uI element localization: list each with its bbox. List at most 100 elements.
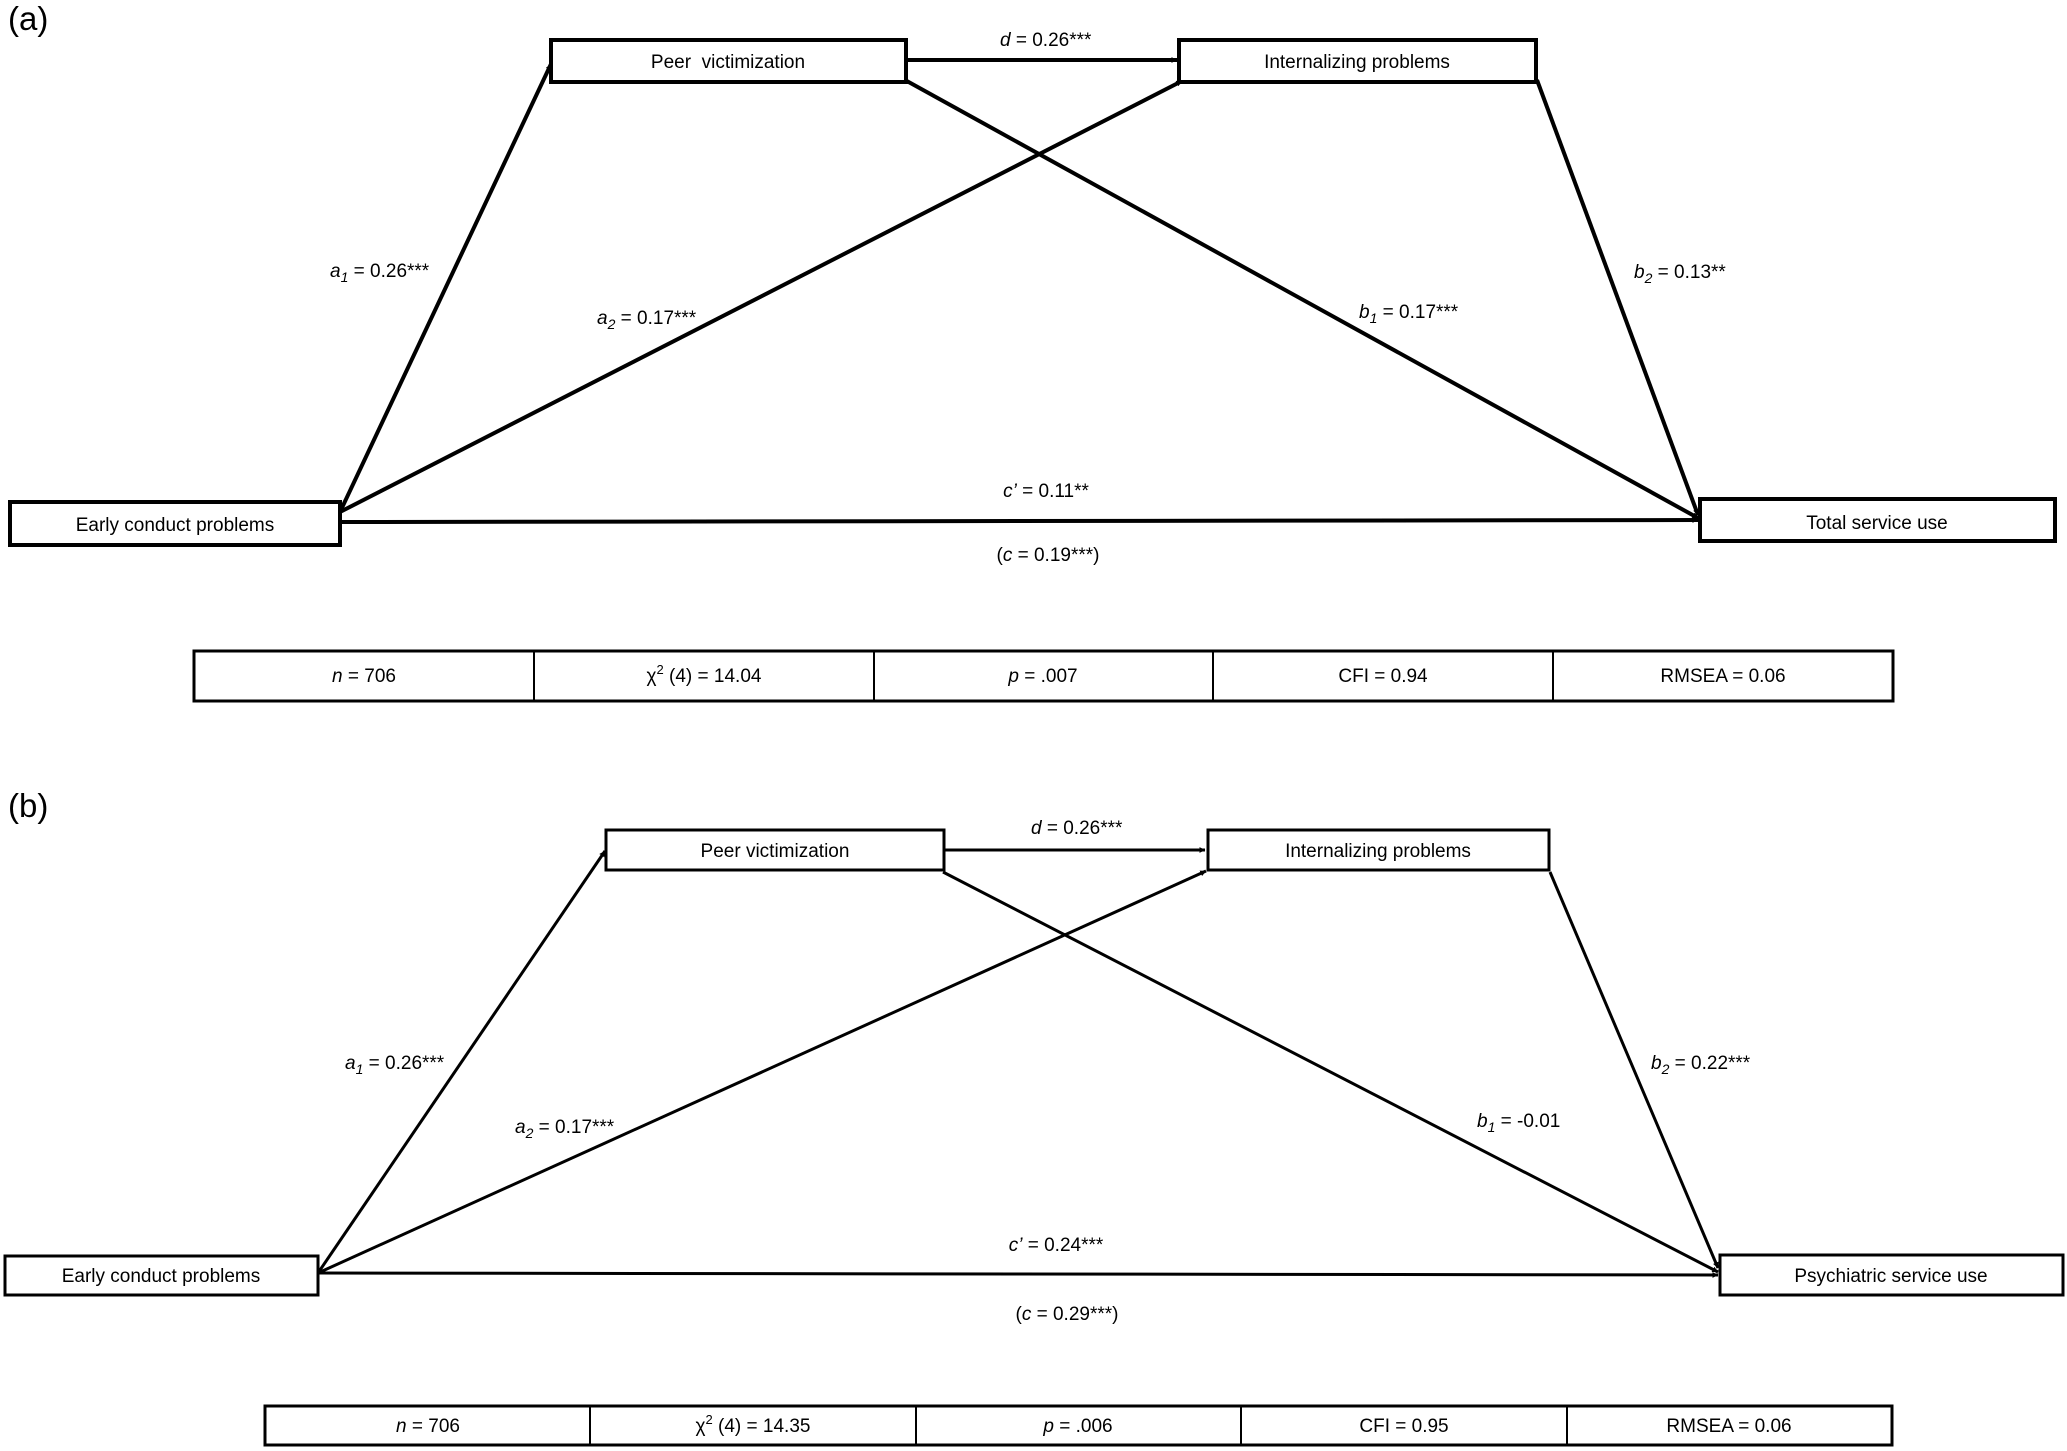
fit-symbol: p — [1007, 666, 1019, 687]
panel-a: (a) Early conduct problems Peer victimiz… — [8, 0, 2057, 703]
fit-value: = 706 — [407, 1416, 460, 1437]
fit-cell-p: p = .006 — [1042, 1416, 1112, 1437]
path-symbol: a — [330, 261, 341, 282]
fit-table: n = 706 χ2 (4) = 14.35 p = .006 CFI = 0.… — [263, 1404, 1894, 1447]
path-b2-arrow — [1548, 871, 1720, 1269]
path-c-prime-label: c’ = 0.11** — [1003, 481, 1089, 502]
fit-symbol: χ — [696, 1416, 706, 1437]
fit-cell-cfi: CFI = 0.94 — [1338, 666, 1428, 687]
path-symbol: d — [1031, 818, 1043, 839]
path-value: = 0.26*** — [1042, 818, 1123, 839]
path-b1-arrow — [904, 78, 1699, 520]
node-internalizing-problems: Internalizing problems — [1206, 828, 1551, 872]
path-value: = 0.26*** — [363, 1053, 444, 1074]
path-symbol: b — [1477, 1111, 1488, 1132]
path-subscript: 1 — [1488, 1119, 1496, 1135]
path-subscript: 1 — [1370, 310, 1378, 326]
path-value: = 0.24*** — [1022, 1235, 1103, 1256]
path-value: = 0.17*** — [533, 1117, 614, 1138]
fit-cell-rmsea: RMSEA = 0.06 — [1660, 666, 1785, 687]
fit-cell-n: n = 706 — [396, 1416, 460, 1437]
node-label: Peer victimization — [701, 841, 850, 862]
fit-cell-p: p = .007 — [1007, 666, 1077, 687]
path-symbol: c — [1003, 545, 1013, 566]
node-label: Internalizing problems — [1264, 52, 1450, 73]
panel-b-label: (b) — [8, 787, 48, 824]
path-open-paren: ( — [1016, 1304, 1023, 1325]
path-value: = 0.29***) — [1031, 1304, 1118, 1325]
path-subscript: 1 — [356, 1061, 364, 1077]
path-symbol: c — [1022, 1304, 1032, 1325]
path-subscript: 2 — [525, 1125, 534, 1141]
path-b1-arrow — [942, 870, 1719, 1274]
node-label: Psychiatric service use — [1794, 1266, 1987, 1287]
panel-b: (b) Early conduct problems Peer victimiz… — [3, 787, 2065, 1447]
path-b2-label: b2 = 0.13** — [1634, 262, 1726, 286]
path-c-total-label: (c = 0.19***) — [997, 545, 1100, 566]
fit-symbol: n — [332, 666, 343, 687]
path-a1-label: a1 = 0.26*** — [330, 261, 430, 285]
fit-value: = .007 — [1019, 666, 1078, 687]
path-c-total-label: (c = 0.29***) — [1016, 1304, 1119, 1325]
path-value: = 0.26*** — [348, 261, 429, 282]
path-a2-arrow — [317, 869, 1207, 1275]
path-b1-label: b1 = 0.17*** — [1359, 302, 1459, 326]
fit-value: (4) = 14.35 — [713, 1416, 811, 1437]
node-peer-victimization: Peer victimization — [549, 38, 908, 84]
fit-table: n = 706 χ2 (4) = 14.04 p = .007 CFI = 0.… — [192, 649, 1895, 703]
node-label: Early conduct problems — [76, 515, 275, 536]
path-symbol: a — [345, 1053, 356, 1074]
fit-value: = 706 — [343, 666, 396, 687]
fit-superscript: 2 — [657, 662, 664, 677]
path-a2-arrow — [339, 79, 1183, 514]
path-c-prime-label: c’ = 0.24*** — [1009, 1235, 1104, 1256]
path-symbol: c’ — [1009, 1235, 1024, 1256]
path-c-prime-arrow — [339, 517, 1699, 524]
node-early-conduct-problems: Early conduct problems — [8, 500, 342, 547]
path-value: = 0.26*** — [1011, 30, 1092, 51]
path-symbol: a — [515, 1117, 526, 1138]
path-subscript: 1 — [341, 269, 349, 285]
path-value: = -0.01 — [1495, 1111, 1560, 1132]
path-a1-arrow — [316, 850, 607, 1274]
path-subscript: 2 — [607, 316, 616, 332]
node-early-conduct-problems: Early conduct problems — [3, 1254, 320, 1297]
path-d-label: d = 0.26*** — [1000, 30, 1092, 51]
path-a1-label: a1 = 0.26*** — [345, 1053, 445, 1077]
path-value: = 0.19***) — [1012, 545, 1099, 566]
fit-cell-n: n = 706 — [332, 666, 396, 687]
fit-value: (4) = 14.04 — [664, 666, 762, 687]
path-value: = 0.17*** — [615, 308, 696, 329]
fit-cell-cfi: CFI = 0.95 — [1359, 1416, 1448, 1437]
fit-cell-chi-square: χ2 (4) = 14.04 — [647, 662, 762, 687]
path-value: = 0.13** — [1652, 262, 1726, 283]
path-symbol: b — [1634, 262, 1645, 283]
node-internalizing-problems: Internalizing problems — [1177, 38, 1538, 84]
path-value: = 0.11** — [1017, 481, 1090, 502]
path-a1-arrow — [338, 63, 553, 513]
path-symbol: b — [1359, 302, 1370, 323]
fit-superscript: 2 — [706, 1412, 713, 1427]
path-symbol: c’ — [1003, 481, 1018, 502]
path-b2-arrow — [1535, 79, 1700, 516]
fit-value: = .006 — [1054, 1416, 1113, 1437]
path-b1-label: b1 = -0.01 — [1477, 1111, 1560, 1135]
panel-a-label: (a) — [8, 0, 48, 37]
path-c-prime-arrow — [317, 1271, 1719, 1278]
path-subscript: 2 — [1644, 270, 1653, 286]
fit-symbol: p — [1042, 1416, 1054, 1437]
node-label: Early conduct problems — [62, 1266, 261, 1287]
path-value: = 0.17*** — [1377, 302, 1458, 323]
path-a2-label: a2 = 0.17*** — [515, 1117, 615, 1141]
fit-cell-rmsea: RMSEA = 0.06 — [1666, 1416, 1791, 1437]
path-value: = 0.22*** — [1669, 1053, 1750, 1074]
path-d-label: d = 0.26*** — [1031, 818, 1123, 839]
path-symbol: a — [597, 308, 608, 329]
node-outcome-service-use: Total service use — [1698, 497, 2057, 543]
path-a2-label: a2 = 0.17*** — [597, 308, 697, 332]
node-label: Total service use — [1806, 513, 1948, 534]
path-subscript: 2 — [1661, 1061, 1670, 1077]
node-outcome-service-use: Psychiatric service use — [1718, 1253, 2065, 1297]
path-open-paren: ( — [997, 545, 1004, 566]
path-symbol: d — [1000, 30, 1012, 51]
